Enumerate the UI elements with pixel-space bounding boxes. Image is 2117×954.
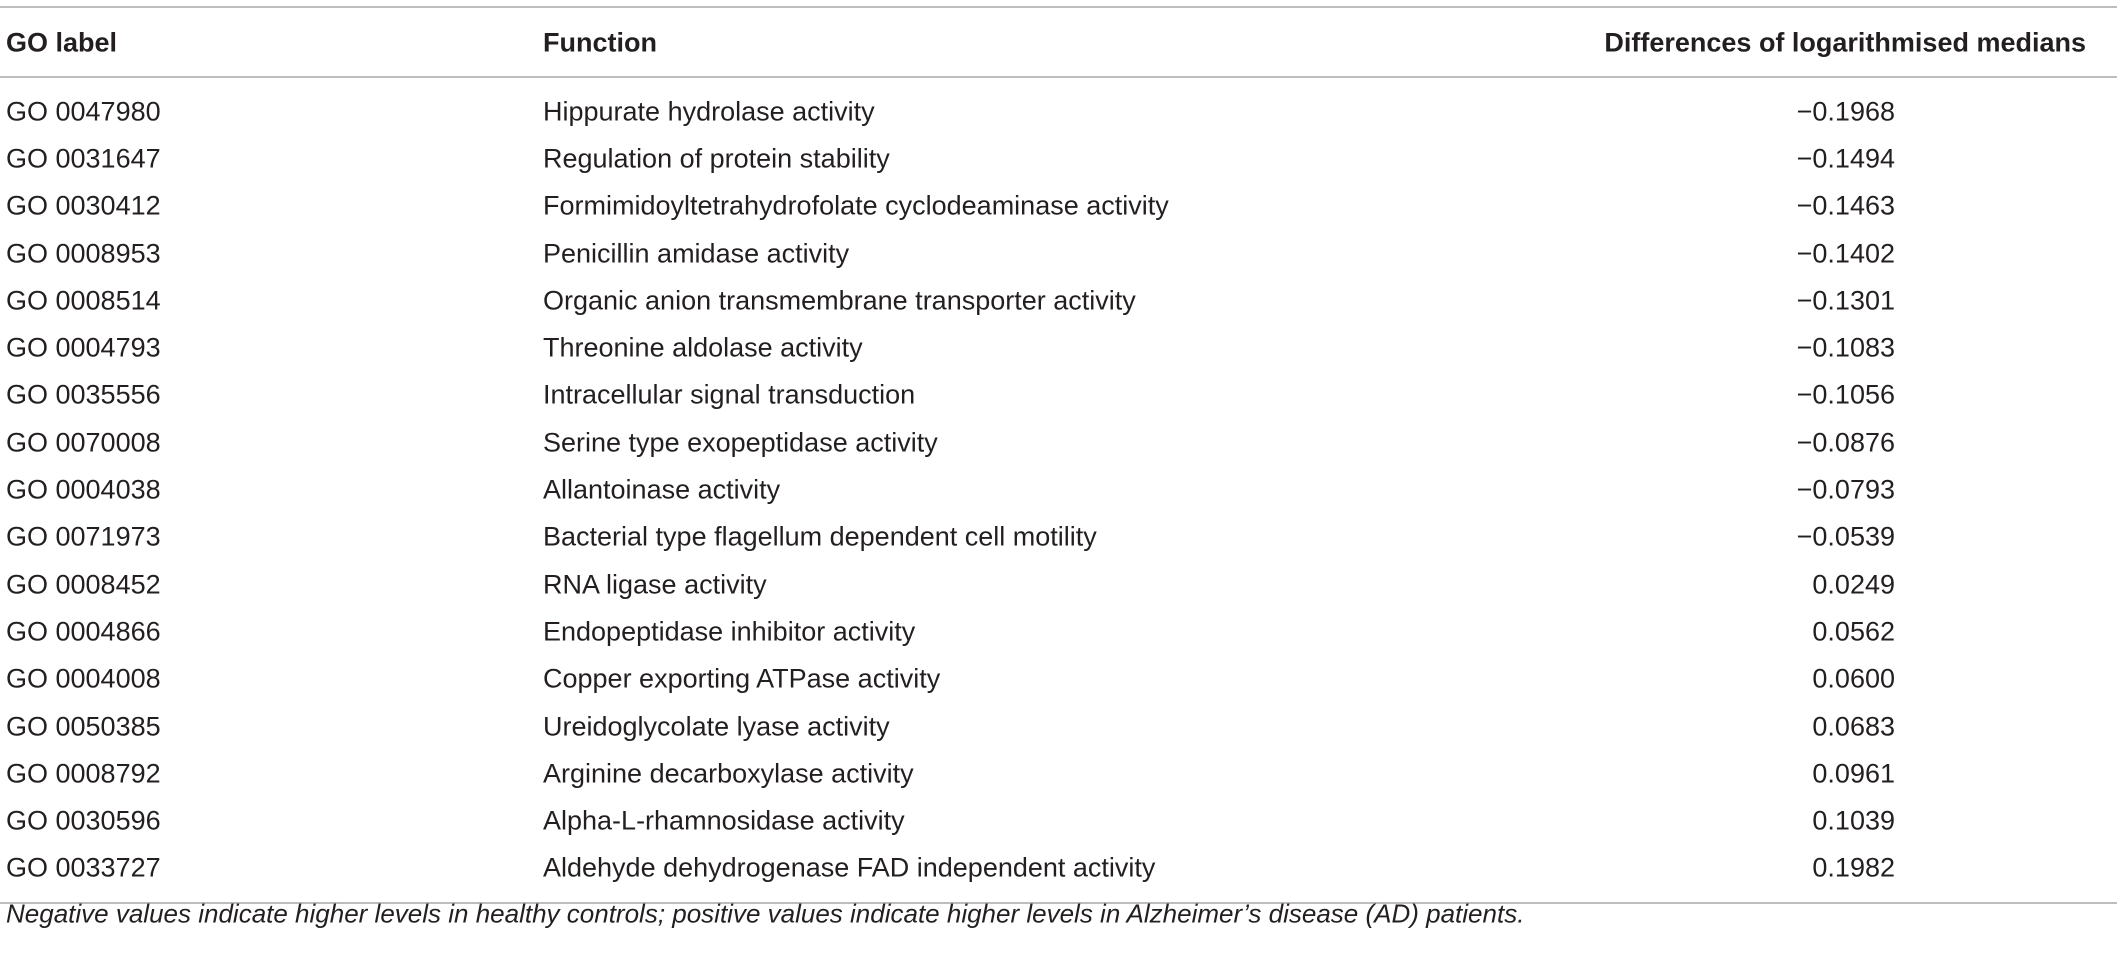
go-label-cell: GO 0050385 [6,711,161,741]
header-function: Function [543,27,657,58]
go-label-cell: GO 0004038 [6,474,161,505]
difference-value-cell: −0.1494 [1796,143,1895,174]
difference-value-cell: −0.1083 [1796,332,1895,363]
function-cell: Organic anion transmembrane transporter … [543,285,1136,316]
difference-value-cell: −0.1056 [1796,379,1895,410]
difference-value-cell: 0.0600 [1812,663,1895,694]
difference-value-cell: 0.0961 [1812,758,1895,789]
difference-value-cell: −0.0793 [1796,474,1895,505]
table-row: GO 0031647 Regulation of protein stabilit… [0,135,2117,182]
table-row: GO 0050385 Ureidoglycolate lyase activity… [0,703,2117,750]
table-row: GO 0030412 Formimidoyltetrahydrofolate cy… [0,183,2117,230]
table-row: GO 0008514 Organic anion transmembrane tr… [0,277,2117,324]
difference-value-cell: −0.1463 [1796,190,1895,221]
difference-value-cell: 0.0562 [1812,616,1895,647]
go-label-cell: GO 0033727 [6,852,161,883]
function-cell: Intracellular signal transduction [543,379,916,410]
go-label-cell: GO 0071973 [6,521,161,552]
table-row: GO 0030596 Alpha-L-rhamnosidase activity 0… [0,797,2117,844]
difference-value-cell: 0.0683 [1812,711,1895,741]
go-label-cell: GO 0035556 [6,379,161,410]
difference-value-cell: 0.1982 [1812,852,1895,883]
table-body: GO 0047980 Hippurate hydrolase activity −0… [0,78,2117,892]
go-label-cell: GO 0004793 [6,332,161,363]
go-label-cell: GO 0008953 [6,238,161,269]
difference-value-cell: −0.1968 [1796,96,1895,127]
function-cell: Allantoinase activity [543,474,781,505]
table-header-row: GO label Function Differences of logarit… [0,8,2117,76]
table-row: GO 0004866 Endopeptidase inhibitor activi… [0,608,2117,655]
function-cell: Penicillin amidase activity [543,238,850,269]
table-row: GO 0070008 Serine type exopeptidase activ… [0,419,2117,466]
table-bottom-rule [0,902,2117,905]
difference-value-cell: −0.1301 [1796,285,1895,316]
header-go-label: GO label [6,27,118,58]
function-cell: Bacterial type flagellum dependent cell … [543,521,1097,552]
go-label-cell: GO 0008514 [6,285,161,316]
table-row: GO 0008792 Arginine decarboxylase activit… [0,750,2117,797]
difference-value-cell: 0.1039 [1812,805,1895,836]
difference-value-cell: −0.0876 [1796,427,1895,458]
table-row: GO 0004038 Allantoinase activity −0.0793 [0,466,2117,513]
function-cell: RNA ligase activity [543,569,767,600]
go-label-cell: GO 0004866 [6,616,161,647]
table-row: GO 0033727 Aldehyde dehydrogenase FAD ind… [0,845,2117,892]
difference-value-cell: −0.1402 [1796,238,1895,269]
go-label-cell: GO 0047980 [6,96,161,127]
function-cell: Copper exporting ATPase activity [543,663,941,694]
function-cell: Threonine aldolase activity [543,332,863,363]
go-label-cell: GO 0008792 [6,758,161,789]
function-cell: Arginine decarboxylase activity [543,758,914,789]
table-row: GO 0008452 RNA ligase activity 0.0249 [0,561,2117,608]
table-row: GO 0004793 Threonine aldolase activity −0.… [0,324,2117,371]
function-cell: Regulation of protein stability [543,143,890,174]
difference-value-cell: −0.0539 [1796,521,1895,552]
function-cell: Alpha-L-rhamnosidase activity [543,805,905,836]
function-cell: Endopeptidase inhibitor activity [543,616,916,647]
table-row: GO 0047980 Hippurate hydrolase activity −0… [0,88,2117,135]
header-differences: Differences of logarithmised medians [1604,27,2086,58]
table-row: GO 0008953 Penicillin amidase activity −0.… [0,230,2117,277]
table-row: GO 0004008 Copper exporting ATPase activi… [0,656,2117,703]
go-label-cell: GO 0004008 [6,663,161,694]
function-cell: Aldehyde dehydrogenase FAD independent a… [543,852,1156,883]
function-cell: Hippurate hydrolase activity [543,96,875,127]
table-row: GO 0035556 Intracellular signal transduct… [0,372,2117,419]
function-cell: Serine type exopeptidase activity [543,427,938,458]
go-label-cell: GO 0031647 [6,143,161,174]
go-table: GO label Function Differences of logarit… [0,6,2117,905]
go-label-cell: GO 0030412 [6,190,161,221]
table-row: GO 0071973 Bacterial type flagellum depen… [0,514,2117,561]
table-top-rule [0,6,2117,8]
function-cell: Ureidoglycolate lyase activity [543,711,890,741]
go-label-cell: GO 0030596 [6,805,161,836]
difference-value-cell: 0.0249 [1812,569,1895,600]
table-footnote: Negative values indicate higher levels i… [6,898,1525,929]
go-label-cell: GO 0008452 [6,569,161,600]
table-header-rule [0,76,2117,78]
go-label-cell: GO 0070008 [6,427,161,458]
function-cell: Formimidoyltetrahydrofolate cyclodeamina… [543,190,1169,221]
